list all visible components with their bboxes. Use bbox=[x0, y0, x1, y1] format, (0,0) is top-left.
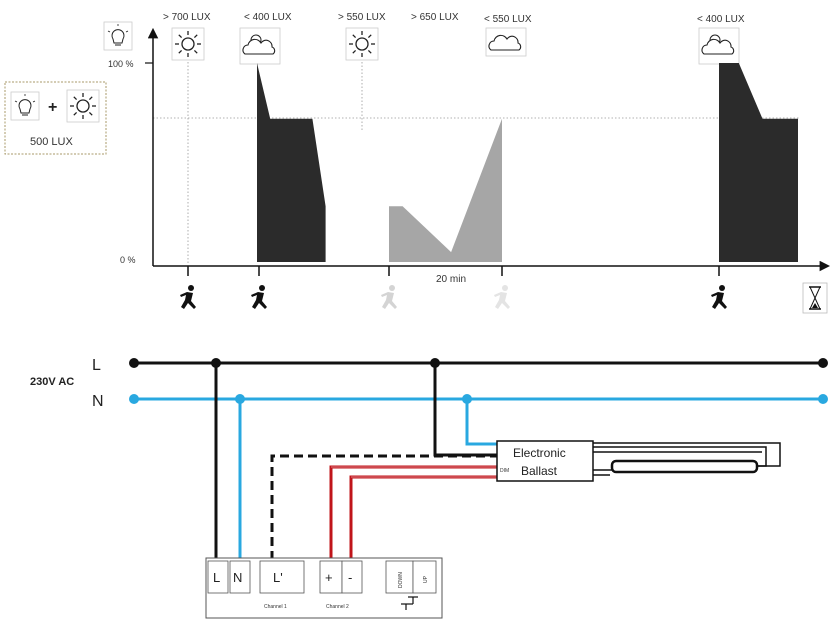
supply-label: 230V AC bbox=[30, 376, 74, 388]
line-label: L bbox=[92, 357, 101, 374]
fluorescent-tube bbox=[610, 459, 759, 474]
person-walking-icon bbox=[251, 285, 267, 309]
event-guide-lines bbox=[153, 62, 800, 265]
terminal-l-prime: L' bbox=[273, 570, 283, 585]
electronic-ballast: Electronic Ballast DIM bbox=[496, 440, 594, 482]
terminal-l: L bbox=[213, 570, 220, 585]
lux-label-1: > 700 LUX bbox=[163, 12, 211, 23]
person-walking-icon bbox=[180, 285, 196, 309]
light-level-segment-2 bbox=[389, 118, 502, 262]
terminal-up: UP bbox=[423, 575, 429, 583]
channel-2-label: Channel 2 bbox=[326, 604, 349, 610]
person-walking-icon bbox=[711, 285, 727, 309]
duration-label: 20 min bbox=[436, 274, 466, 285]
push-button-icon bbox=[401, 596, 418, 610]
lux-label-2: < 400 LUX bbox=[244, 12, 292, 23]
dim-plus-wire bbox=[329, 465, 497, 560]
lux-label-6: < 400 LUX bbox=[697, 14, 745, 25]
person-walking-icon bbox=[494, 285, 510, 309]
light-level-segment-3 bbox=[719, 63, 798, 262]
terminal-plus: + bbox=[325, 570, 333, 585]
light-level-segment-1 bbox=[257, 63, 326, 262]
lux-label-3: > 550 LUX bbox=[338, 12, 386, 23]
terminal-n: N bbox=[233, 570, 242, 585]
sun-icon bbox=[171, 27, 205, 61]
plus-sign: + bbox=[48, 99, 57, 116]
setpoint-box: + 500 LUX bbox=[4, 81, 107, 155]
cloudy-icon bbox=[698, 27, 740, 65]
ballast-neutral-wire bbox=[465, 399, 497, 446]
sun-icon bbox=[345, 27, 379, 61]
lux-label-4: > 650 LUX bbox=[411, 12, 459, 23]
person-walking-icon bbox=[381, 285, 397, 309]
ballast-dim-label: DIM bbox=[500, 468, 509, 474]
y-tick-100: 100 % bbox=[108, 59, 134, 69]
hourglass-icon bbox=[802, 282, 828, 314]
ballast-label-1: Electronic bbox=[513, 446, 566, 460]
dimmer-module: L N L' + - DOWN UP Channel 1 Channel 2 bbox=[205, 557, 443, 619]
light-bulb-icon bbox=[10, 91, 40, 121]
neutral-label: N bbox=[92, 393, 104, 410]
switched-line-wire bbox=[270, 454, 497, 560]
y-tick-0: 0 % bbox=[120, 255, 136, 265]
ballast-label-2: Ballast bbox=[521, 464, 558, 478]
lux-label-5: < 550 LUX bbox=[484, 14, 532, 25]
setpoint-label: 500 LUX bbox=[30, 136, 73, 148]
cloud-icon bbox=[485, 27, 527, 57]
terminal-down: DOWN bbox=[398, 572, 404, 588]
dim-minus-wire bbox=[349, 475, 497, 560]
light-bulb-icon bbox=[103, 21, 133, 51]
lamp-wiring bbox=[593, 442, 781, 476]
sun-icon bbox=[66, 89, 100, 123]
cloudy-icon bbox=[239, 27, 281, 65]
terminal-minus: - bbox=[348, 570, 352, 585]
channel-1-label: Channel 1 bbox=[264, 604, 287, 610]
